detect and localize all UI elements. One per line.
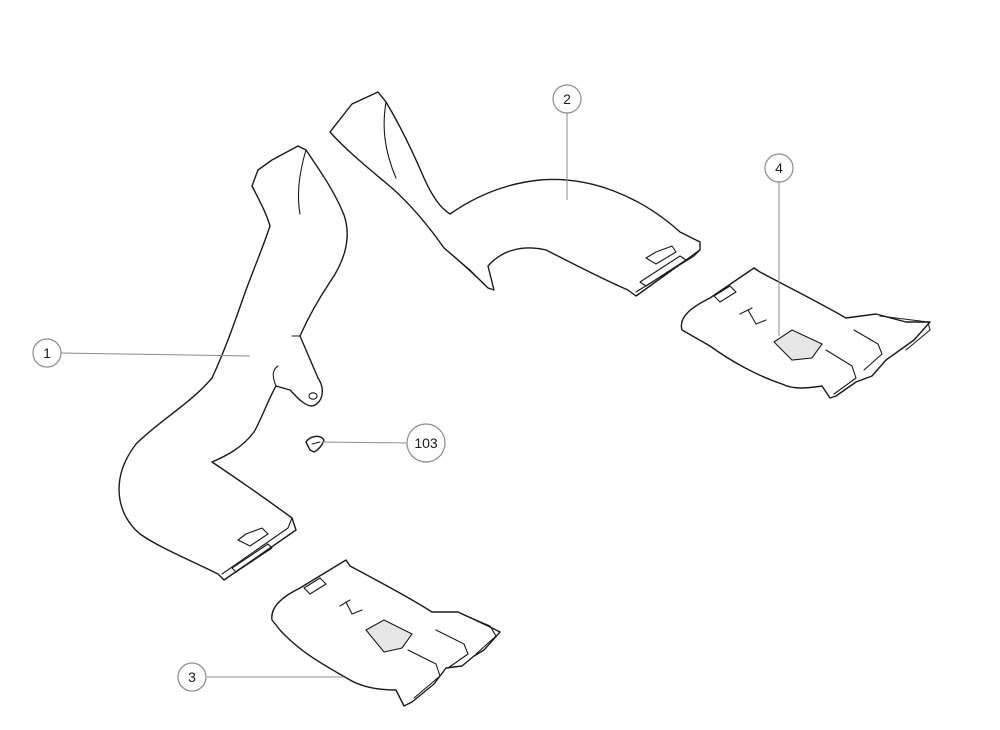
callout-label-3: 3 bbox=[188, 669, 196, 685]
callout-3: 3 bbox=[177, 662, 207, 692]
leader-lines bbox=[60, 113, 780, 678]
callout-label-1: 1 bbox=[43, 345, 51, 361]
part-3-outlet bbox=[271, 559, 501, 707]
callout-label-4: 4 bbox=[775, 160, 783, 176]
callout-1: 1 bbox=[32, 338, 62, 368]
part-1-duct bbox=[118, 145, 348, 581]
callout-label-2: 2 bbox=[563, 91, 571, 107]
callout-2: 2 bbox=[552, 84, 582, 114]
callout-label-103: 103 bbox=[414, 435, 438, 451]
part-103-clip bbox=[305, 435, 325, 453]
part-2-duct bbox=[329, 91, 701, 297]
leader-line-103 bbox=[321, 441, 409, 444]
callout-103: 103 bbox=[406, 423, 446, 463]
part-4-outlet bbox=[680, 267, 931, 399]
leader-line-1 bbox=[60, 352, 251, 357]
callout-4: 4 bbox=[764, 153, 794, 183]
